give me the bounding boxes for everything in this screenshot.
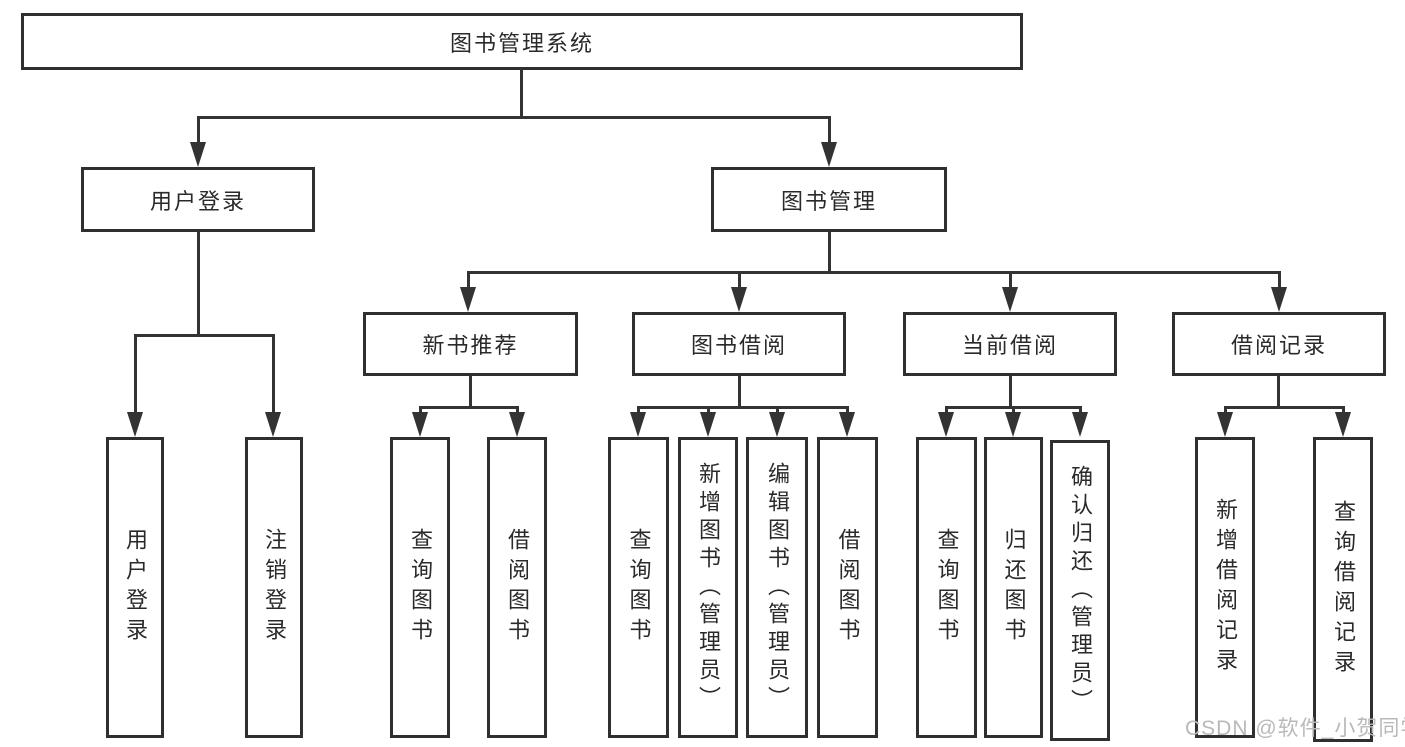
- leaf-borrow-books-1: 借阅图书: [487, 437, 547, 738]
- leaf-add-book-admin-label: 新增图书（管理员）: [696, 461, 721, 714]
- leaf-query-books-3: 查询图书: [916, 437, 977, 738]
- connector-line: [197, 116, 200, 146]
- arrowhead-icon: [1217, 412, 1233, 437]
- leaf-query-books-3-label: 查询图书: [934, 527, 960, 648]
- node-new-book-recommend-label: 新书推荐: [422, 333, 519, 358]
- arrowhead-icon: [190, 142, 206, 167]
- connector-line: [828, 232, 831, 274]
- leaf-add-borrow-record-label: 新增借阅记录: [1213, 497, 1238, 678]
- node-new-book-recommend: 新书推荐: [363, 312, 578, 376]
- leaf-query-borrow-record-label: 查询借阅记录: [1331, 499, 1356, 680]
- connector-line: [1009, 375, 1012, 409]
- leaf-query-borrow-record: 查询借阅记录: [1313, 437, 1373, 742]
- node-user-login-module: 用户登录: [81, 167, 315, 232]
- arrowhead-icon: [509, 412, 525, 437]
- node-book-management-module-label: 图书管理: [780, 188, 877, 214]
- connector-line: [134, 334, 137, 414]
- arrowhead-icon: [839, 412, 855, 437]
- connector-line: [520, 69, 523, 119]
- connector-line: [1278, 271, 1281, 289]
- connector-line: [1224, 406, 1345, 409]
- node-user-login-module-label: 用户登录: [149, 188, 246, 214]
- csdn-watermark: CSDN @软件_小贺同学: [1185, 717, 1405, 740]
- connector-line: [516, 406, 519, 416]
- arrowhead-icon: [821, 142, 837, 167]
- connector-line: [134, 334, 275, 337]
- node-book-management-module: 图书管理: [711, 167, 947, 232]
- connector-line: [828, 116, 831, 146]
- arrowhead-icon: [1005, 412, 1021, 437]
- arrowhead-icon: [127, 412, 143, 437]
- leaf-borrow-books-1-label: 借阅图书: [505, 527, 530, 648]
- node-book-borrowing: 图书借阅: [632, 312, 846, 376]
- node-borrowing-records-label: 借阅记录: [1230, 333, 1327, 358]
- node-book-borrowing-label: 图书借阅: [690, 333, 787, 358]
- leaf-query-books-2: 查询图书: [608, 437, 669, 738]
- connector-line: [467, 271, 1281, 274]
- node-borrowing-records: 借阅记录: [1172, 312, 1386, 376]
- connector-line: [637, 406, 640, 416]
- leaf-logout: 注销登录: [245, 437, 303, 738]
- arrowhead-icon: [700, 412, 716, 437]
- connector-line: [1277, 375, 1280, 409]
- node-current-borrowing-label: 当前借阅: [961, 333, 1058, 358]
- leaf-add-borrow-record: 新增借阅记录: [1195, 437, 1255, 738]
- arrowhead-icon: [460, 287, 476, 312]
- connector-line: [637, 406, 849, 409]
- arrowhead-icon: [731, 287, 747, 312]
- connector-line: [738, 271, 741, 289]
- node-current-borrowing: 当前借阅: [903, 312, 1117, 376]
- connector-line: [419, 406, 519, 409]
- connector-line: [846, 406, 849, 416]
- leaf-edit-book-admin: 编辑图书（管理员）: [746, 437, 808, 738]
- connector-line: [1342, 406, 1345, 416]
- connector-line: [776, 406, 779, 416]
- node-root: 图书管理系统: [21, 13, 1023, 70]
- leaf-logout-label: 注销登录: [262, 527, 287, 648]
- connector-line: [1079, 406, 1082, 416]
- connector-line: [707, 406, 710, 416]
- leaf-user-login-label: 用户登录: [123, 527, 148, 648]
- connector-line: [945, 406, 948, 416]
- connector-line: [1224, 406, 1227, 416]
- leaf-user-login: 用户登录: [106, 437, 164, 738]
- arrowhead-icon: [1271, 287, 1287, 312]
- arrowhead-icon: [1072, 412, 1088, 437]
- node-root-label: 图书管理系统: [449, 30, 594, 56]
- leaf-confirm-return-admin-label: 确认归还（管理员）: [1068, 464, 1093, 717]
- connector-line: [469, 375, 472, 409]
- connector-line: [197, 116, 831, 119]
- leaf-add-book-admin: 新增图书（管理员）: [678, 437, 738, 738]
- leaf-query-books-1: 查询图书: [390, 437, 450, 738]
- connector-line: [1009, 271, 1012, 289]
- leaf-borrow-books-2-label: 借阅图书: [835, 527, 861, 648]
- arrowhead-icon: [265, 412, 281, 437]
- leaf-return-book-label: 归还图书: [1001, 527, 1027, 648]
- leaf-confirm-return-admin: 确认归还（管理员）: [1050, 440, 1110, 741]
- arrowhead-icon: [769, 412, 785, 437]
- leaf-query-books-2-label: 查询图书: [626, 527, 652, 648]
- arrowhead-icon: [1002, 287, 1018, 312]
- connector-line: [197, 232, 200, 337]
- arrowhead-icon: [412, 412, 428, 437]
- arrowhead-icon: [938, 412, 954, 437]
- connector-line: [419, 406, 422, 416]
- arrowhead-icon: [1335, 412, 1351, 437]
- leaf-borrow-books-2: 借阅图书: [817, 437, 878, 738]
- arrowhead-icon: [630, 412, 646, 437]
- connector-line: [467, 271, 470, 289]
- connector-line: [1012, 406, 1015, 416]
- connector-line: [272, 334, 275, 414]
- leaf-query-books-1-label: 查询图书: [408, 527, 433, 648]
- leaf-return-book: 归还图书: [984, 437, 1043, 738]
- connector-line: [738, 375, 741, 409]
- leaf-edit-book-admin-label: 编辑图书（管理员）: [765, 461, 790, 714]
